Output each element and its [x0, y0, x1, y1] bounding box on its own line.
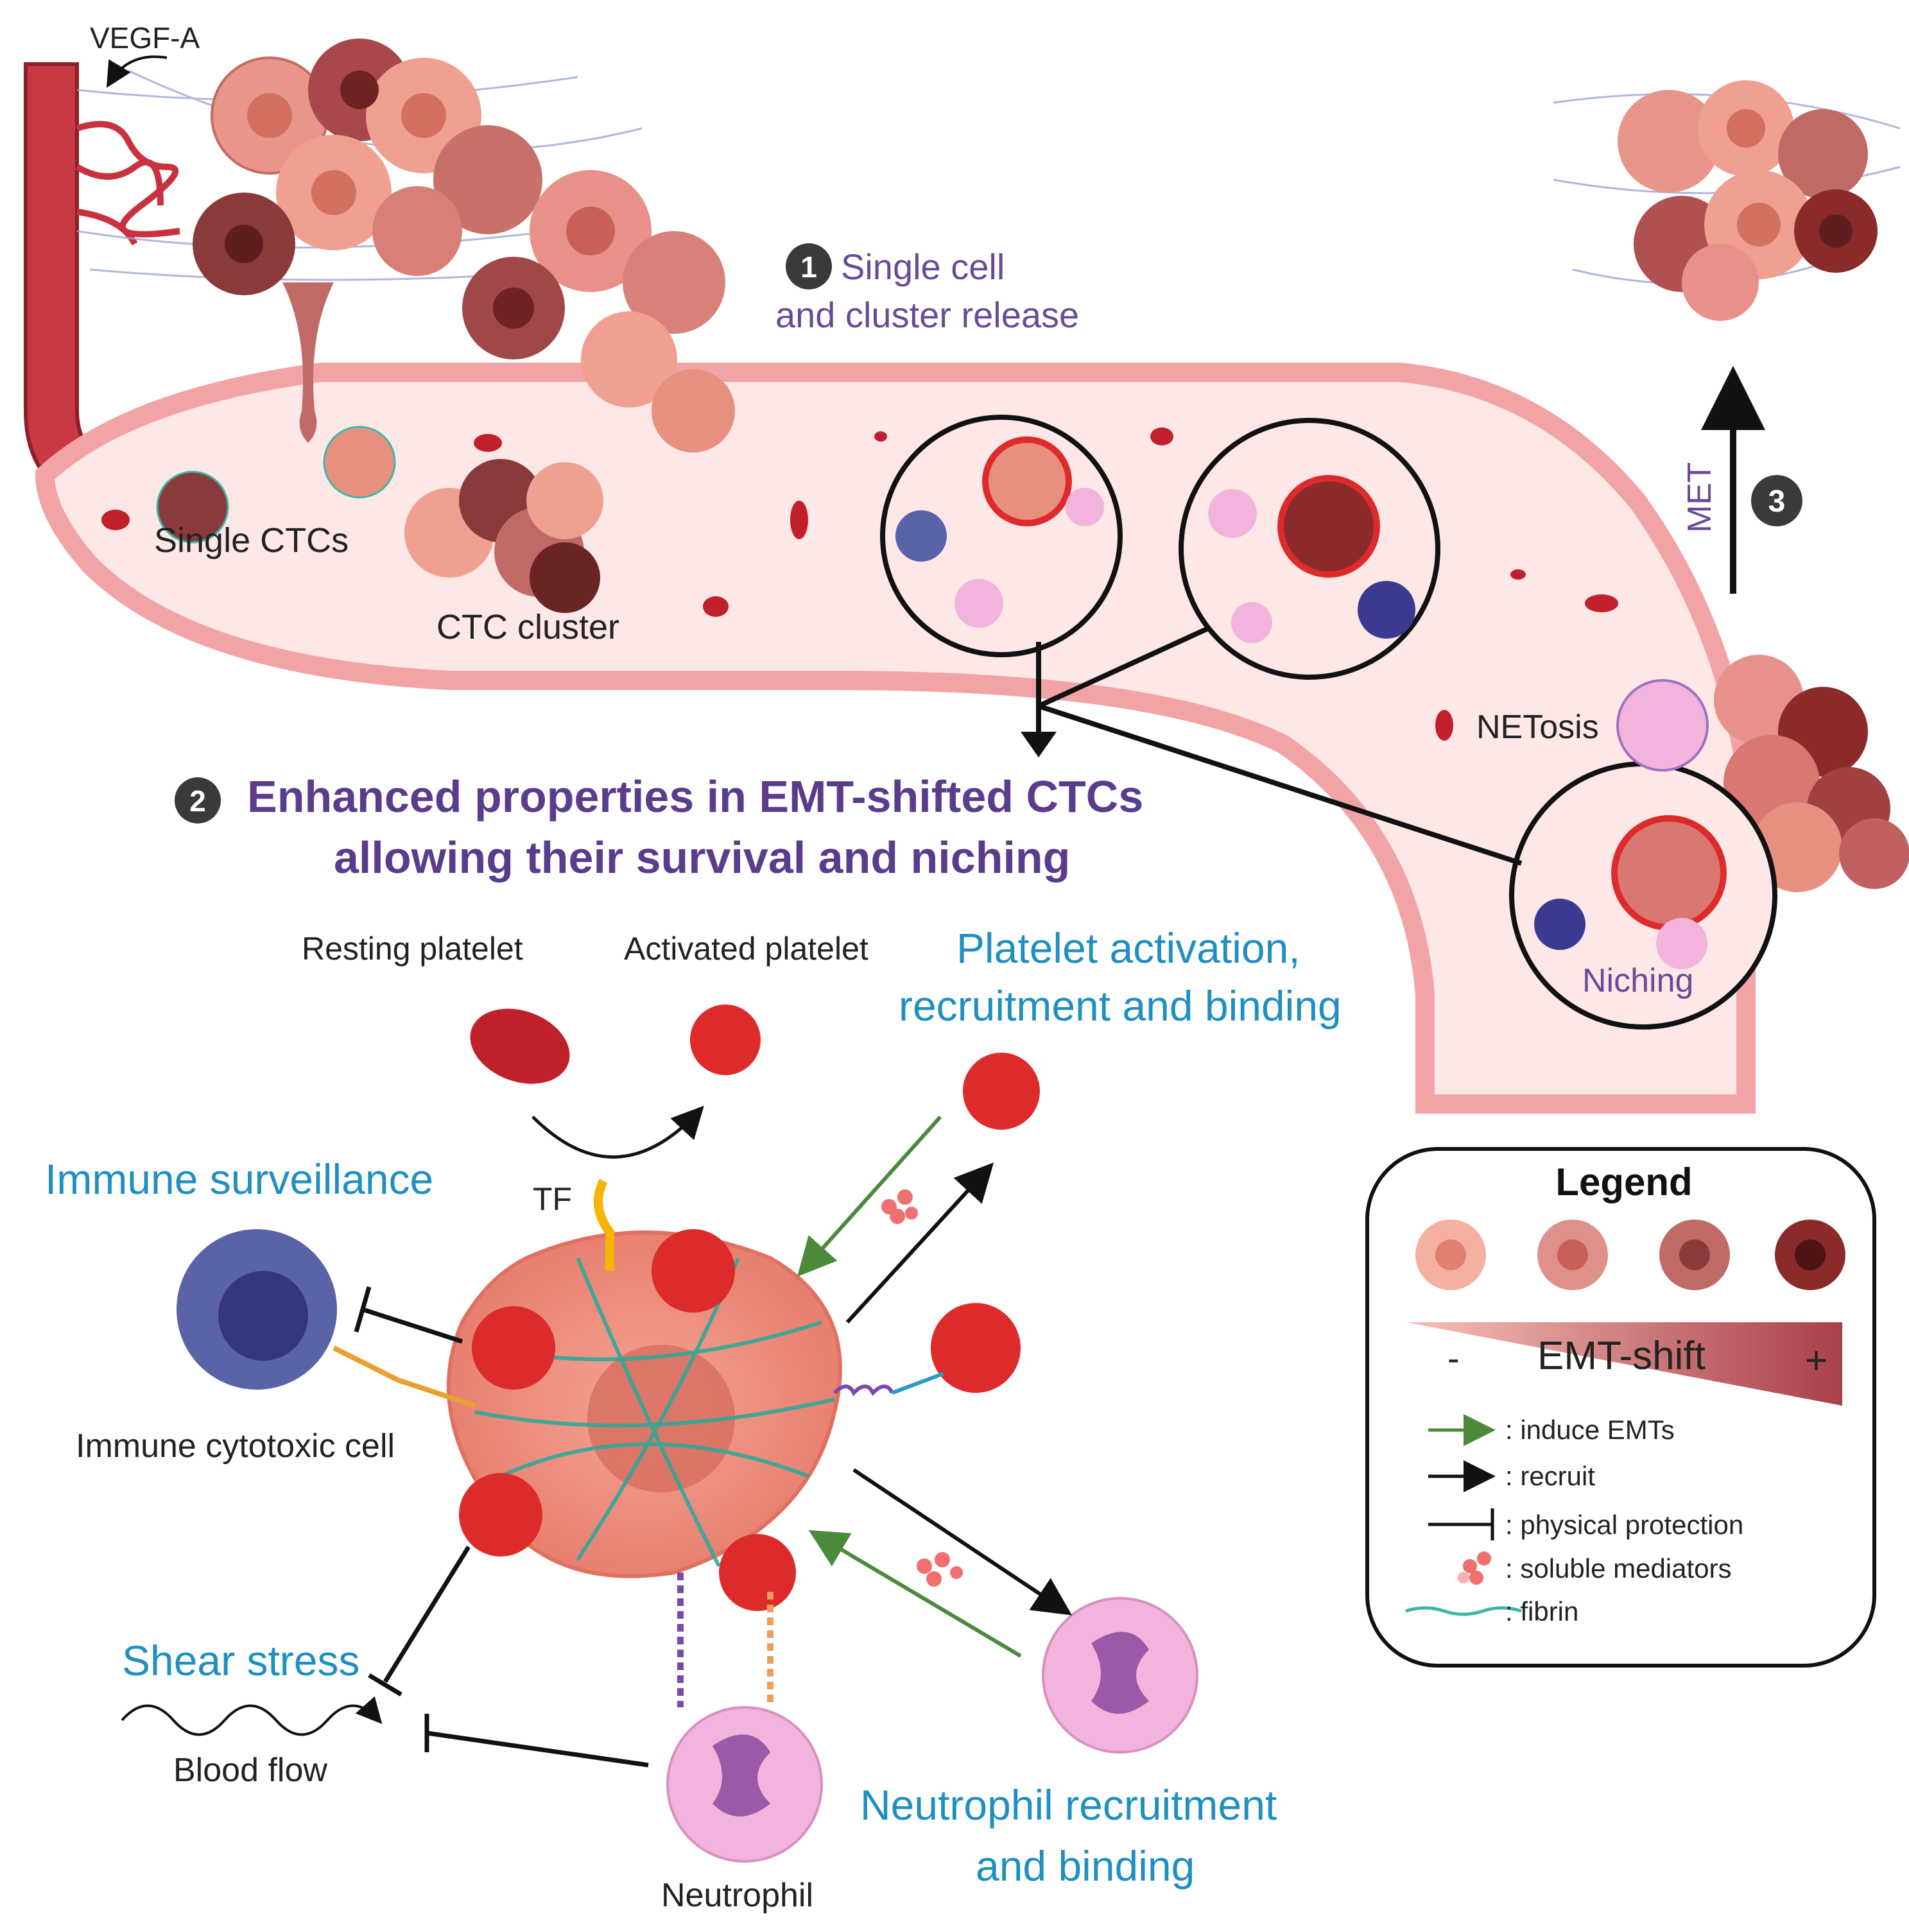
step1-label-line1: Single cell [841, 246, 1005, 287]
red-blood-cells [101, 427, 1618, 741]
vegf-label: VEGF-A [90, 21, 200, 55]
step2-title-line1: Enhanced properties in EMT-shifted CTCs [247, 772, 1143, 822]
step2-number: 2 [189, 784, 206, 818]
step1-label-line2: and cluster release [775, 295, 1079, 335]
legend-item-mediators: : soluble mediators [1505, 1553, 1732, 1583]
vegf-arrow [106, 55, 168, 88]
ctc-cluster-label: CTC cluster [436, 608, 619, 646]
tf-label: TF [533, 1181, 572, 1217]
activated-platelets [690, 1005, 1040, 1393]
neutrophil-recruitment-line2: and binding [976, 1842, 1195, 1890]
platelet-activation-line1: Platelet activation, [956, 924, 1300, 972]
legend-item-induce: : induce EMTs [1505, 1415, 1675, 1445]
legend-plus: + [1805, 1339, 1827, 1382]
immune-cytotoxic-cell [177, 1229, 337, 1390]
receptor-spring [833, 1384, 894, 1397]
legend-item-recruit: : recruit [1505, 1461, 1595, 1491]
zoom-circle-2 [1179, 418, 1440, 680]
main-ctc [446, 1229, 842, 1611]
immune-cytotoxic-label: Immune cytotoxic cell [76, 1427, 395, 1465]
legend-item-fibrin: : fibrin [1505, 1596, 1578, 1626]
step1-number: 1 [800, 250, 817, 284]
step2-arrow-head [1021, 732, 1057, 757]
shear-stress-label: Shear stress [122, 1637, 359, 1684]
resting-platelet [470, 1008, 570, 1084]
bound-neutrophil [666, 1706, 823, 1863]
recruited-neutrophil [1042, 1597, 1198, 1754]
met-label: MET [1681, 462, 1718, 533]
neutrophil-label: Neutrophil [661, 1877, 813, 1914]
capillaries [75, 121, 180, 246]
induce-emt-neutrophil-arrow [808, 1530, 1022, 1658]
zoom-connector [1037, 626, 1208, 709]
zoom-connector [1037, 703, 1523, 866]
receptor-ligand [333, 1345, 476, 1408]
recruit-neutrophil-arrow [852, 1468, 1072, 1616]
immune-surveillance-label: Immune surveillance [45, 1155, 433, 1203]
legend-minus: - [1447, 1338, 1460, 1378]
tf-molecule [594, 1178, 614, 1271]
blood-flow-wave [121, 1696, 383, 1736]
single-ctc [323, 426, 396, 499]
step1-badge [786, 243, 832, 289]
shear-protection-line [383, 1546, 471, 1683]
legend-title: Legend [1555, 1160, 1692, 1203]
zoom-circle-1 [880, 415, 1123, 657]
receptor-link [891, 1372, 945, 1395]
intravasating-cell [282, 282, 334, 443]
metastatic-colony [1618, 80, 1878, 321]
resting-platelet-label: Resting platelet [302, 931, 523, 967]
zoom-circle-3 [1509, 761, 1777, 1030]
niching-label: Niching [1582, 962, 1693, 999]
single-ctc [156, 470, 229, 544]
step3-badge [1751, 475, 1802, 526]
immune-inhibition-line [361, 1307, 463, 1344]
single-ctcs-label: Single CTCs [154, 521, 349, 560]
neutrophil-recruitment-line1: Neutrophil recruitment [860, 1781, 1277, 1829]
artery [24, 62, 114, 490]
platelet-activation-line2: recruitment and binding [899, 982, 1342, 1030]
induce-emt-platelet-arrow [797, 1115, 942, 1277]
recruit-platelet-arrow [845, 1162, 994, 1324]
activation-arrow [531, 1105, 704, 1159]
netosis-label: NETosis [1476, 709, 1599, 746]
step2-title-line2: allowing their survival and niching [334, 832, 1070, 883]
activated-platelet-label: Activated platelet [624, 931, 868, 967]
immune-inhibition-bar [354, 1286, 372, 1333]
blood-flow-label: Blood flow [173, 1752, 327, 1789]
shear-protection-bar [368, 1673, 402, 1697]
legend-emt-label: EMT-shift [1537, 1334, 1706, 1378]
legend-box [1365, 1147, 1876, 1668]
primary-tumor [193, 39, 735, 453]
netosis-neutrophil [1616, 679, 1709, 772]
neutrophil-protection-line [426, 1730, 649, 1768]
legend-item-protection: : physical protection [1505, 1510, 1743, 1540]
soluble-mediators [881, 1189, 963, 1587]
ctc-cluster-cells [404, 459, 603, 613]
step3-number: 3 [1768, 485, 1786, 519]
step2-badge [175, 777, 221, 824]
